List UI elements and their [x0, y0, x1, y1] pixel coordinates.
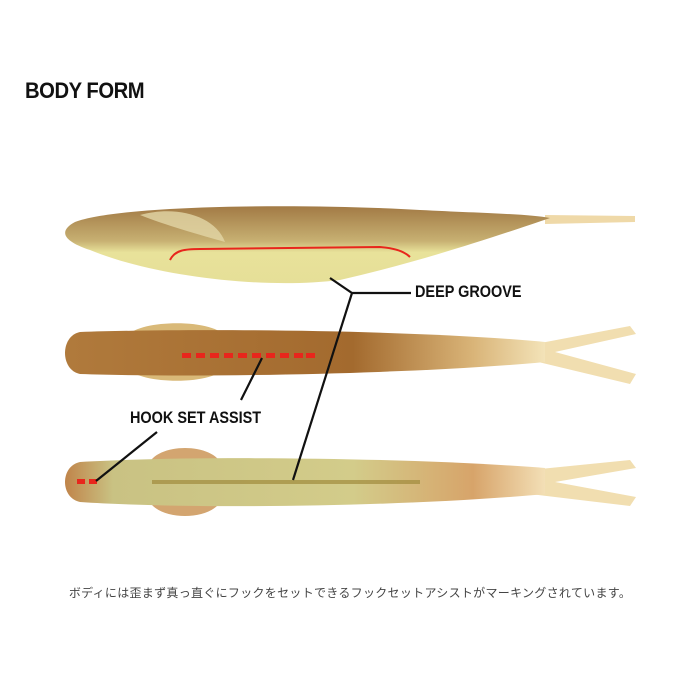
- section-title: BODY FORM: [25, 78, 145, 103]
- lure-side-view: [65, 206, 635, 284]
- hook-set-assist-marker-bottom: [77, 479, 97, 484]
- hook-set-assist-label: HOOK SET ASSIST: [130, 408, 262, 427]
- deep-groove-marker: [169, 245, 411, 261]
- callout-lines: [95, 277, 411, 482]
- caption: ボディには歪まず真っ直ぐにフックをセットできるフックセットアシストがマーキングさ…: [68, 586, 632, 600]
- deep-groove-channel: [152, 480, 420, 484]
- deep-groove-label: DEEP GROOVE: [415, 282, 522, 301]
- hook-set-assist-marker-top: [182, 353, 315, 358]
- lure-bottom-view: [65, 448, 636, 516]
- lure-top-view: [65, 323, 636, 384]
